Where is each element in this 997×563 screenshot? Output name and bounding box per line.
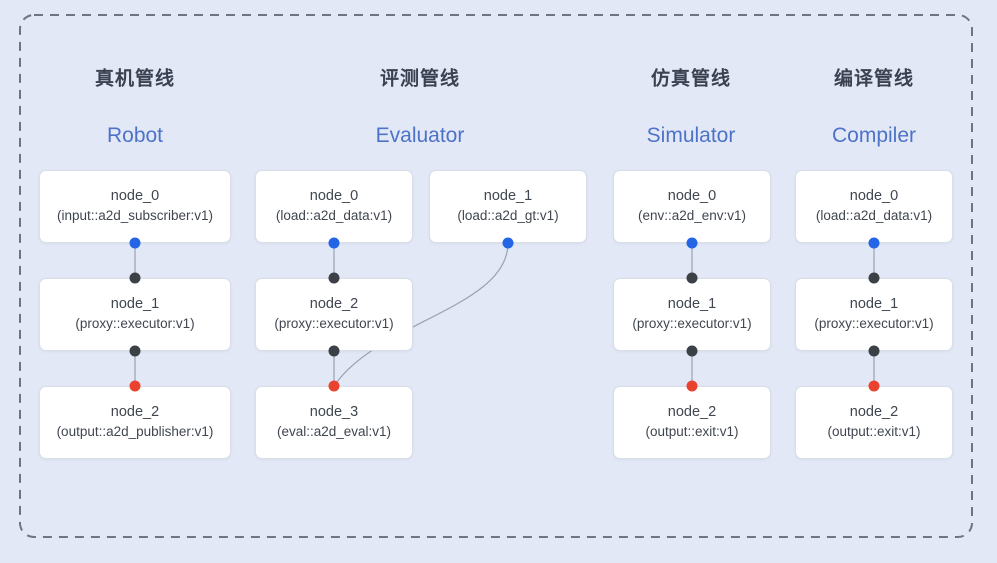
node-sublabel: (output::exit:v1) xyxy=(827,424,921,440)
node-label: node_2 xyxy=(667,404,717,421)
evaluator-node_1-box: node_1(load::a2d_gt:v1) xyxy=(429,170,587,243)
simulator-node_0-box: node_0(env::a2d_env:v1) xyxy=(613,170,771,243)
compiler-node_0-box: node_0(load::a2d_data:v1) xyxy=(795,170,953,243)
dashed-border-frame xyxy=(19,14,973,538)
pipeline-title-en-simulator: Simulator xyxy=(646,124,736,147)
node-label: node_0 xyxy=(849,188,899,205)
simulator-node_2-input-port-dot-red xyxy=(686,380,698,392)
node-label: node_3 xyxy=(309,404,359,421)
simulator-node_1-output-port-dot-black xyxy=(686,345,698,357)
compiler-node_2-input-port-dot-red xyxy=(868,380,880,392)
node-sublabel: (load::a2d_data:v1) xyxy=(275,208,393,224)
node-sublabel: (proxy::executor:v1) xyxy=(632,316,752,332)
pipeline-title-zh-evaluator: 评测管线 xyxy=(379,68,461,90)
node-sublabel: (output::a2d_publisher:v1) xyxy=(56,424,214,440)
evaluator-node_3-box: node_3(eval::a2d_eval:v1) xyxy=(255,386,413,459)
compiler-node_1-output-port-dot-black xyxy=(868,345,880,357)
edge-evaluator-node_1-to-node_3 xyxy=(333,242,509,387)
pipeline-title-en-robot: Robot xyxy=(106,124,164,147)
compiler-node_1-box: node_1(proxy::executor:v1) xyxy=(795,278,953,351)
evaluator-node_2-input-port-dot-black xyxy=(328,272,340,284)
pipeline-title-zh-simulator: 仿真管线 xyxy=(650,68,732,90)
compiler-node_2-box: node_2(output::exit:v1) xyxy=(795,386,953,459)
robot-node_2-box: node_2(output::a2d_publisher:v1) xyxy=(39,386,231,459)
node-label: node_1 xyxy=(667,296,717,313)
pipeline-title-en-compiler: Compiler xyxy=(831,124,917,147)
evaluator-node_2-output-port-dot-black xyxy=(328,345,340,357)
node-label: node_1 xyxy=(110,296,160,313)
node-sublabel: (load::a2d_gt:v1) xyxy=(457,208,559,224)
node-label: node_0 xyxy=(667,188,717,205)
compiler-node_1-input-port-dot-black xyxy=(868,272,880,284)
robot-node_1-input-port-dot-black xyxy=(129,272,141,284)
evaluator-node_3-input-port-dot-red xyxy=(328,380,340,392)
node-label: node_0 xyxy=(309,188,359,205)
node-sublabel: (eval::a2d_eval:v1) xyxy=(276,424,392,440)
evaluator-node_0-output-port-dot-blue xyxy=(328,237,340,249)
node-sublabel: (output::exit:v1) xyxy=(645,424,739,440)
robot-node_1-box: node_1(proxy::executor:v1) xyxy=(39,278,231,351)
node-sublabel: (load::a2d_data:v1) xyxy=(815,208,933,224)
robot-node_0-box: node_0(input::a2d_subscriber:v1) xyxy=(39,170,231,243)
node-label: node_1 xyxy=(483,188,533,205)
node-label: node_0 xyxy=(110,188,160,205)
simulator-node_0-output-port-dot-blue xyxy=(686,237,698,249)
evaluator-node_1-output-port-dot-blue xyxy=(502,237,514,249)
node-sublabel: (proxy::executor:v1) xyxy=(814,316,934,332)
compiler-node_0-output-port-dot-blue xyxy=(868,237,880,249)
node-sublabel: (env::a2d_env:v1) xyxy=(637,208,747,224)
evaluator-node_0-box: node_0(load::a2d_data:v1) xyxy=(255,170,413,243)
pipeline-title-zh-robot: 真机管线 xyxy=(94,68,176,90)
pipeline-title-zh-compiler: 编译管线 xyxy=(833,68,915,90)
simulator-node_2-box: node_2(output::exit:v1) xyxy=(613,386,771,459)
node-label: node_1 xyxy=(849,296,899,313)
simulator-node_1-box: node_1(proxy::executor:v1) xyxy=(613,278,771,351)
node-label: node_2 xyxy=(309,296,359,313)
node-sublabel: (proxy::executor:v1) xyxy=(274,316,394,332)
robot-node_1-output-port-dot-black xyxy=(129,345,141,357)
node-label: node_2 xyxy=(849,404,899,421)
robot-node_2-input-port-dot-red xyxy=(129,380,141,392)
node-sublabel: (proxy::executor:v1) xyxy=(75,316,195,332)
simulator-node_1-input-port-dot-black xyxy=(686,272,698,284)
robot-node_0-output-port-dot-blue xyxy=(129,237,141,249)
node-label: node_2 xyxy=(110,404,160,421)
evaluator-node_2-box: node_2(proxy::executor:v1) xyxy=(255,278,413,351)
node-sublabel: (input::a2d_subscriber:v1) xyxy=(56,208,214,224)
pipeline-title-en-evaluator: Evaluator xyxy=(375,124,465,147)
